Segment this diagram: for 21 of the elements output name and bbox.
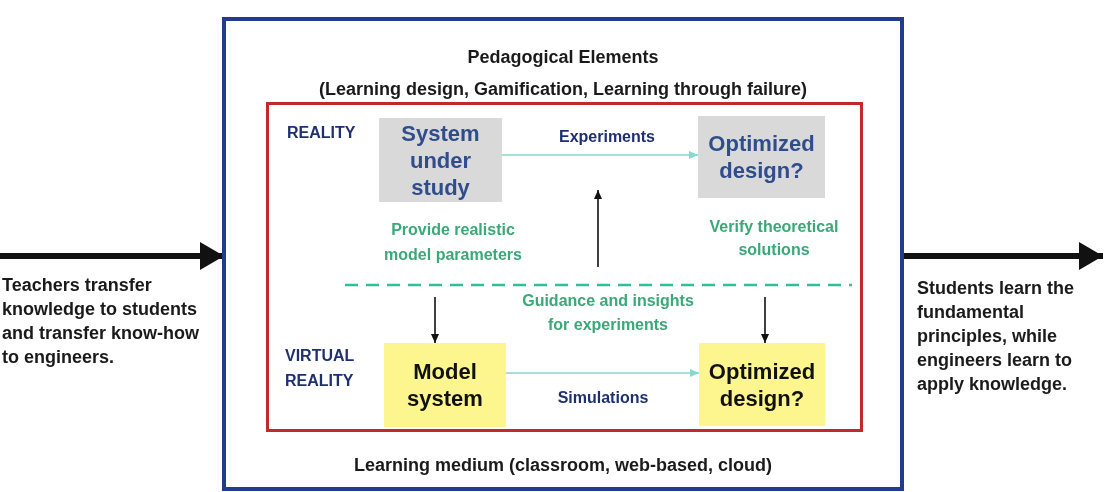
frame-title: Pedagogical Elements: [467, 46, 659, 69]
model-box: Model system: [384, 343, 506, 427]
frame-caption: Learning medium (classroom, web-based, cloud): [353, 454, 773, 477]
arrow: [431, 296, 439, 344]
inner-frame: [266, 102, 863, 432]
note-text: Guidance and insights for experiments: [521, 291, 695, 335]
frame-subtitle: (Learning design, Gamification, Learning through failure): [319, 78, 807, 101]
design-box: Optimized design?: [698, 116, 825, 198]
arrow: [0, 242, 224, 270]
arrow: [505, 369, 700, 377]
arrow: [902, 242, 1103, 270]
arrow: [761, 296, 769, 344]
system-box: System under study: [379, 118, 502, 202]
outer-frame: [222, 17, 904, 491]
edge-label: Experiments: [557, 127, 657, 147]
note-text: Provide realistic model parameters: [383, 220, 523, 265]
arrow: [501, 151, 699, 159]
note-text: Verify theoretical solutions: [708, 217, 840, 260]
row-label: VIRTUAL REALITY: [285, 346, 356, 391]
row-label: REALITY: [287, 123, 356, 143]
design-box: Optimized design?: [699, 343, 825, 426]
